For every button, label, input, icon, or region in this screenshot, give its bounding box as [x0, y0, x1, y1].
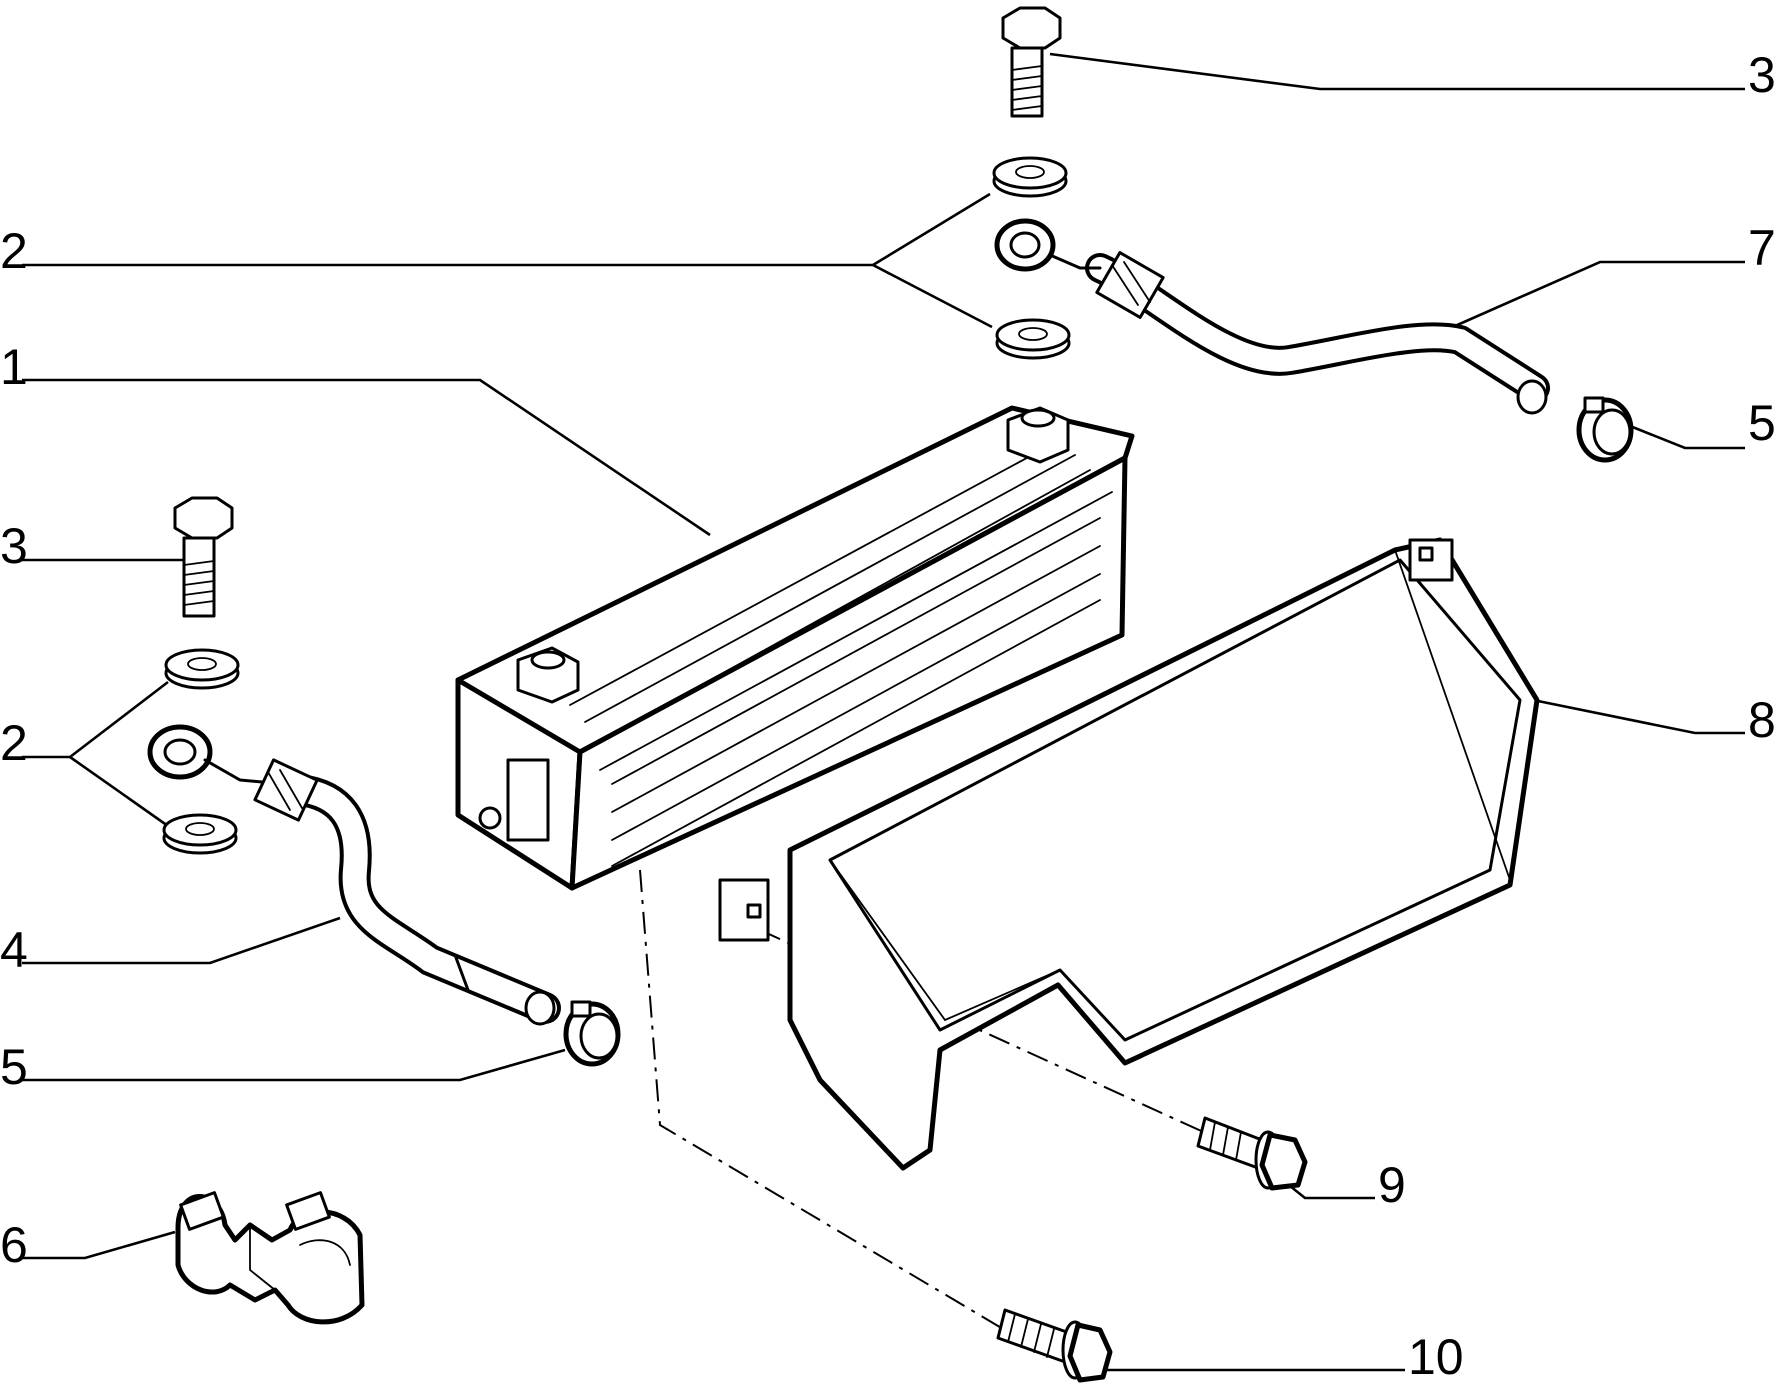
oil-cooler-port-rear-bore: [1020, 408, 1056, 428]
hose-clamp-top: [1576, 396, 1634, 463]
leader-2-top-a: [872, 192, 991, 267]
hose-clamp-left: [563, 1000, 621, 1067]
cooler-shroud-fold: [829, 859, 1061, 1022]
pipe-clip: [175, 1191, 365, 1325]
callout-9: 9: [1378, 1157, 1406, 1213]
oil-cooler-mount-tab: [506, 758, 550, 842]
oil-pipe-upper: [994, 218, 1550, 415]
leader-lines: [22, 52, 1745, 1372]
callout-5-top: 5: [1748, 395, 1776, 451]
leader-2-top-b: [872, 263, 993, 329]
oil-cooler-side-face: [569, 455, 1128, 891]
leader-1: [22, 378, 711, 537]
callout-6: 6: [0, 1217, 28, 1273]
oil-pipe-lower: [147, 724, 561, 1026]
assembly-line-10: [639, 869, 1031, 1346]
sealing-washer-left-b: [162, 813, 238, 855]
oil-cooler-mount-hole: [478, 806, 502, 830]
oil-cooler: [455, 405, 1135, 891]
callout-3-top: 3: [1748, 47, 1776, 103]
sealing-washer-top-b: [995, 318, 1071, 360]
oil-cooler-port-front-bore: [530, 650, 566, 670]
callout-5-left: 5: [0, 1039, 28, 1095]
leader-5-top: [1629, 424, 1745, 450]
oil-cooler-fins: [569, 439, 1113, 867]
cooler-shroud-opening: [828, 558, 1522, 1042]
assembly-lines: [639, 869, 1211, 1346]
leader-2-left-b: [69, 755, 169, 828]
callout-2-top: 2: [0, 223, 28, 279]
callout-labels: 3 2 7 1 5 3 8 2 4 5 9 6 10: [0, 47, 1776, 1385]
callout-3-left: 3: [0, 518, 28, 574]
callout-2-left: 2: [0, 715, 28, 771]
leader-3-top: [1049, 52, 1745, 91]
flange-bolt: [996, 1308, 1113, 1383]
sealing-washer-left-a: [164, 648, 240, 690]
callout-8: 8: [1748, 692, 1776, 748]
callout-4: 4: [0, 922, 28, 978]
leader-7: [1454, 260, 1745, 328]
banjo-bolt-left: [173, 496, 234, 618]
cooler-shroud: [718, 537, 1540, 1171]
leader-2-left-a: [69, 680, 169, 759]
flange-screw: [1196, 1116, 1308, 1191]
callout-7: 7: [1748, 220, 1776, 276]
leader-6: [22, 1230, 176, 1260]
banjo-bolt-top: [1001, 6, 1062, 118]
callout-10: 10: [1408, 1329, 1464, 1385]
callout-1: 1: [0, 339, 28, 395]
leader-5-left: [22, 1048, 566, 1082]
sealing-washer-top-a: [992, 156, 1068, 198]
leader-8: [1532, 698, 1745, 735]
leader-4: [22, 916, 341, 965]
